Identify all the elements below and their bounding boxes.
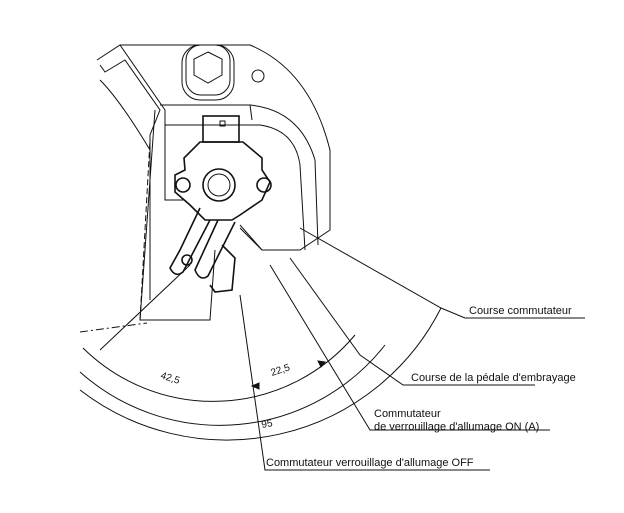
label-course-commutateur: Course commutateur — [469, 305, 572, 317]
dimension-95: 95 — [261, 418, 274, 431]
label-on-line1: Commutateur — [374, 408, 441, 420]
leader-lines — [79, 227, 585, 471]
label-off: Commutateur verrouillage d'allumage OFF — [266, 457, 474, 469]
dimension-42-5: 42,5 — [159, 370, 181, 387]
dimension-22-5: 22,5 — [270, 362, 292, 379]
hex-nut — [181, 44, 265, 101]
switch-sensor — [169, 115, 272, 293]
pedal-bracket — [96, 44, 331, 321]
label-on-line2: de verrouillage d'allumage ON (A) — [374, 421, 540, 433]
dimension-arrows — [250, 360, 326, 390]
dimension-arcs — [79, 307, 442, 441]
label-course-pedale: Course de la pédale d'embrayage — [411, 372, 576, 384]
